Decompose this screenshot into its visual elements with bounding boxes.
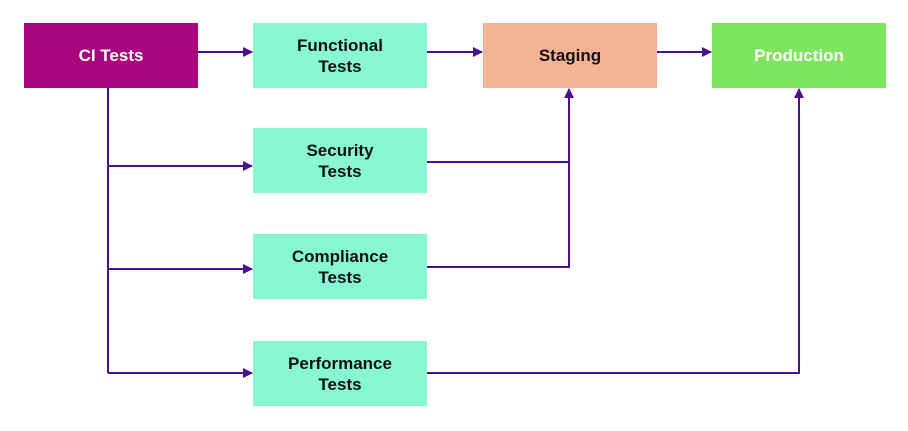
- edge-compliance-to-staging: [427, 88, 574, 268]
- security-tests-label-line2: Tests: [318, 161, 362, 181]
- ci-tests-node: CI Tests: [24, 23, 198, 88]
- security-tests-node: Security Tests: [253, 128, 427, 193]
- performance-tests-node: Performance Tests: [253, 341, 427, 406]
- staging-node: Staging: [483, 23, 657, 88]
- security-tests-label-line1: Security: [306, 140, 374, 160]
- edge-performance-to-production: [427, 88, 804, 374]
- performance-tests-label-line2: Tests: [318, 374, 362, 394]
- compliance-tests-label-line2: Tests: [318, 267, 362, 287]
- compliance-tests-node: Compliance Tests: [253, 234, 427, 299]
- performance-tests-label-line1: Performance: [288, 353, 392, 373]
- functional-tests-node: Functional Tests: [253, 23, 427, 88]
- production-label: Production: [754, 46, 844, 65]
- functional-tests-label-line1: Functional: [297, 35, 383, 55]
- ci-tests-label: CI Tests: [78, 46, 144, 65]
- functional-tests-label-line2: Tests: [318, 56, 362, 76]
- compliance-tests-label-line1: Compliance: [291, 246, 389, 266]
- production-node: Production: [712, 23, 886, 88]
- staging-label: Staging: [538, 46, 602, 65]
